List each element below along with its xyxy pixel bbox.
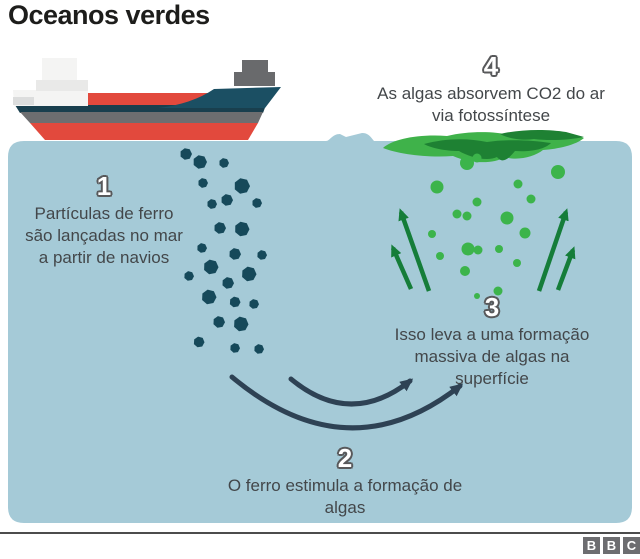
iron-particle [257, 250, 267, 260]
algae-particle [513, 259, 521, 267]
step-1-caption-line: são lançadas no mar [25, 226, 183, 245]
iron-particle [235, 221, 250, 237]
algae-particle [472, 197, 482, 207]
iron-particle [234, 316, 249, 332]
iron-particle [213, 316, 225, 328]
ship-funnel-top [242, 60, 268, 74]
iron-particle [230, 343, 240, 353]
rising-arrow [398, 208, 432, 292]
algae-particle [551, 165, 565, 179]
iron-particle [252, 198, 262, 208]
algae-particle [460, 156, 474, 170]
step-2: 2 O ferro estimula a formação de algas [215, 444, 475, 519]
ship-deck-gray-strip [13, 97, 34, 105]
iron-particle [242, 266, 257, 282]
step-4: 4 As algas absorvem CO2 do ar via fotoss… [360, 52, 622, 127]
step-3-caption-line: superfície [455, 369, 529, 388]
algae-particle [428, 230, 436, 238]
algae-particle [473, 245, 483, 255]
ship-bow [158, 87, 281, 108]
algae-particle [474, 293, 480, 299]
rising-arrow [555, 246, 576, 291]
ship-hull-bottom-red [30, 123, 258, 140]
ship-funnel-base [234, 72, 275, 86]
iron-particle [204, 259, 219, 275]
step-4-caption-line: As algas absorvem CO2 do ar [377, 84, 605, 103]
algae-circles [428, 153, 565, 299]
step-2-number: 2 [337, 443, 353, 473]
iron-particle [207, 199, 217, 209]
algae-particle [526, 194, 536, 204]
step-1-caption-line: Partículas de ferro [34, 204, 174, 223]
algae-particle [493, 286, 503, 296]
iron-particle [222, 277, 234, 289]
algae-particle [460, 266, 470, 276]
ship-band-gray [20, 112, 263, 123]
algae-particle [462, 211, 472, 221]
algae-bloom-dark [424, 139, 551, 161]
algae-particle [436, 252, 444, 260]
rising-algae-arrows [390, 208, 576, 292]
iron-particle [197, 243, 207, 253]
step-3: 3 Isso leva a uma formação massiva de al… [372, 293, 612, 390]
step-1-number: 1 [96, 171, 112, 201]
iron-particle [184, 271, 194, 281]
step-3-caption-line: Isso leva a uma formação [394, 325, 590, 344]
iron-particle [180, 148, 192, 160]
iron-particle [229, 248, 241, 260]
step-2-caption-line: O ferro estimula a formação de [227, 476, 463, 495]
bbc-logo-letter: B [583, 537, 600, 554]
footer-divider [0, 532, 640, 534]
algae-particle [472, 153, 482, 163]
iron-particle [193, 336, 205, 348]
iron-particle [198, 178, 208, 188]
algae-particle [452, 209, 462, 219]
step-2-caption-line: algas [324, 498, 366, 517]
ship-superstructure-top [42, 58, 77, 81]
algae-particle [500, 211, 514, 225]
iron-particle [202, 289, 217, 305]
rising-arrow [536, 208, 569, 292]
iron-particle [214, 222, 226, 234]
flow-arrow [288, 376, 414, 407]
iron-flow-arrows [229, 374, 464, 431]
algae-bloom-dark-fringe [500, 129, 584, 141]
iron-particle [249, 299, 259, 309]
iron-particle [221, 194, 233, 206]
bbc-logo-letter: B [603, 537, 620, 554]
algae-particle [495, 245, 503, 253]
iron-particles [180, 148, 267, 354]
algae-particle [461, 242, 475, 256]
step-4-caption-line: via fotossíntese [431, 106, 551, 125]
algae-particle [513, 179, 523, 189]
page-title: Oceanos verdes [8, 0, 210, 30]
algae-bloom [383, 129, 584, 163]
ship-superstructure-base [36, 80, 88, 91]
iron-particle [234, 178, 250, 194]
iron-particle [229, 296, 241, 308]
bbc-logo-letter: C [623, 537, 640, 554]
iron-particle [219, 158, 229, 168]
step-3-number: 3 [484, 292, 500, 322]
ship [13, 58, 281, 140]
algae-particle [430, 180, 444, 194]
flow-arrow [229, 374, 464, 431]
iron-particle [254, 344, 264, 354]
step-4-number: 4 [483, 51, 499, 81]
iron-particle [193, 155, 207, 169]
rising-arrow [390, 244, 414, 290]
step-3-caption-line: massiva de algas na [414, 347, 570, 366]
bbc-logo: B B C [583, 537, 640, 554]
step-1: 1 Partículas de ferro são lançadas no ma… [5, 172, 203, 269]
ocean [8, 133, 632, 523]
algae-particle [519, 227, 531, 239]
step-1-caption-line: a partir de navios [38, 248, 170, 267]
